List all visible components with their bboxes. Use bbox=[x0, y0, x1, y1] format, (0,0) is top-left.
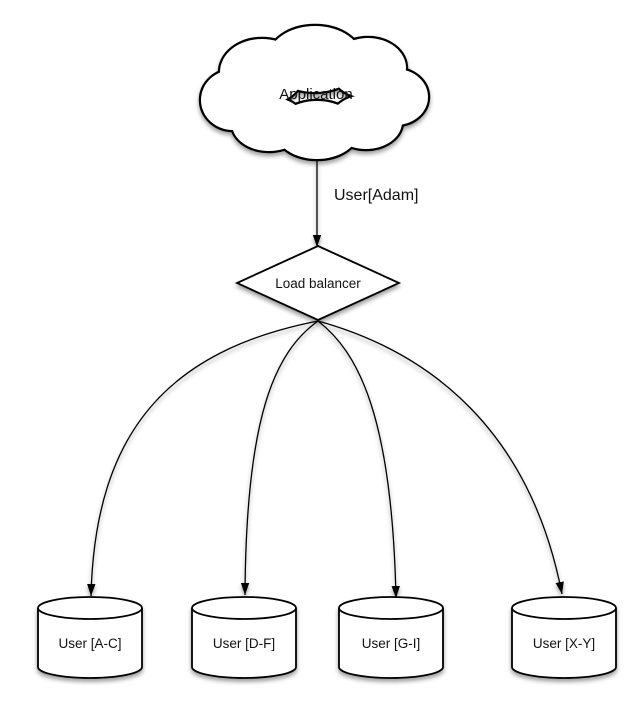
diamond-icon bbox=[234, 245, 402, 321]
db-shard-g-i-label: User [G-I] bbox=[362, 636, 421, 651]
db-shard-a-c-node bbox=[37, 596, 143, 679]
edge-loadbalancer-to-shard-a-c bbox=[87, 320, 319, 597]
db-shard-x-y-node bbox=[511, 596, 617, 679]
edge-loadbalancer-to-shard-g-i bbox=[317, 320, 400, 599]
db-shard-d-f-label: User [D-F] bbox=[213, 636, 275, 651]
cloud-icon bbox=[198, 23, 431, 162]
cylinder-top-icon bbox=[511, 596, 617, 620]
edge-loadbalancer-to-shard-d-f bbox=[240, 320, 319, 596]
cylinder-icon bbox=[338, 608, 444, 679]
cylinder-icon bbox=[191, 608, 297, 679]
edge-label-user-adam: User[Adam] bbox=[334, 187, 418, 204]
application-cloud-node bbox=[198, 23, 431, 162]
cylinder-icon bbox=[511, 608, 617, 679]
db-shard-x-y-label: User [X-Y] bbox=[533, 636, 595, 651]
db-shard-d-f-node bbox=[191, 596, 297, 679]
cylinder-top-icon bbox=[37, 596, 143, 620]
load-balancer-node bbox=[234, 245, 402, 321]
application-node-label: Application bbox=[279, 86, 352, 103]
cylinder-top-icon bbox=[191, 596, 297, 620]
cylinder-top-icon bbox=[338, 596, 444, 620]
edge-loadbalancer-to-shard-x-y bbox=[317, 320, 564, 595]
cylinder-icon bbox=[37, 608, 143, 679]
load-balancer-node-label: Load balancer bbox=[275, 276, 361, 291]
db-shard-a-c-label: User [A-C] bbox=[58, 636, 121, 651]
db-shard-g-i-node bbox=[338, 596, 444, 679]
